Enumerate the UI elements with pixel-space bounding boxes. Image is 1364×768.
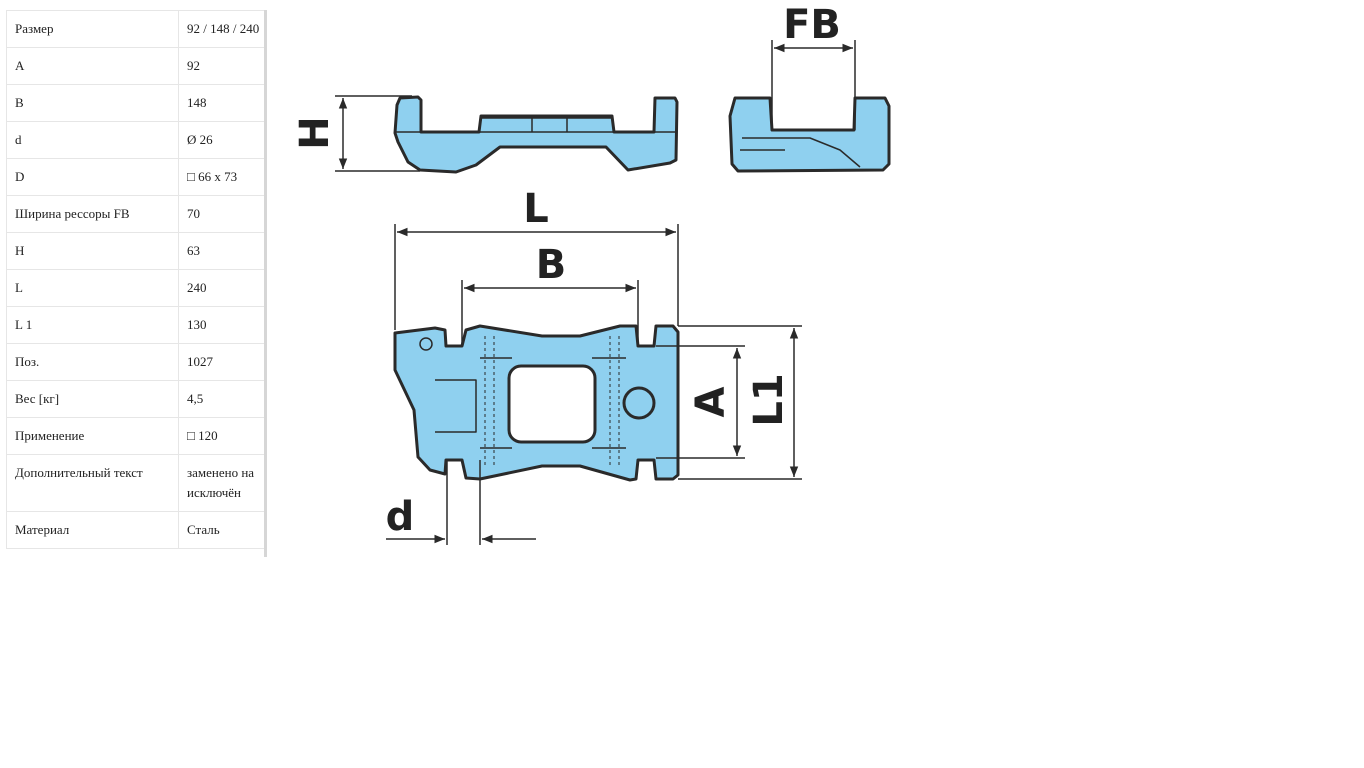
table-row: D□ 66 x 73 — [6, 158, 264, 196]
spec-key: H — [6, 232, 179, 270]
table-row: Вес [кг]4,5 — [6, 380, 264, 418]
spec-key: d — [6, 121, 179, 159]
spec-key: Вес [кг] — [6, 380, 179, 418]
dimension-b — [461, 280, 639, 346]
label-l1: L1 — [746, 373, 792, 426]
dimension-fb — [771, 40, 856, 130]
label-a: A — [688, 386, 734, 417]
spec-key: D — [6, 158, 179, 196]
dimension-h — [335, 95, 420, 172]
spec-key: Размер — [6, 10, 179, 48]
spec-key: Материал — [6, 511, 179, 549]
dimension-l — [394, 224, 679, 330]
spec-value: 92 — [178, 47, 264, 85]
spec-key: L — [6, 269, 179, 307]
spec-key: Дополнительный текст — [6, 454, 179, 512]
spec-key: L 1 — [6, 306, 179, 344]
label-l: L — [523, 186, 549, 232]
spec-value: □ 66 x 73 — [178, 158, 264, 196]
side-view — [393, 95, 679, 174]
spec-key: Ширина рессоры FB — [6, 195, 179, 233]
spec-value: 148 — [178, 84, 264, 122]
technical-drawing: H FB L B A — [292, 2, 891, 545]
spec-value: 130 — [178, 306, 264, 344]
dimension-d — [386, 460, 536, 545]
spec-key: A — [6, 47, 179, 85]
spec-value: заменено на исключён — [178, 454, 264, 512]
spec-value: Ø 26 — [178, 121, 264, 159]
spec-value: 92 / 148 / 240 — [178, 10, 264, 48]
spec-value: 4,5 — [178, 380, 264, 418]
spec-value: 240 — [178, 269, 264, 307]
label-d: d — [386, 494, 415, 540]
spec-value: 63 — [178, 232, 264, 270]
table-scrollbar[interactable] — [264, 10, 267, 557]
spec-value: Сталь — [178, 511, 264, 549]
spec-key: B — [6, 84, 179, 122]
spec-value: 1027 — [178, 343, 264, 381]
top-view — [393, 324, 680, 482]
dimension-a — [656, 345, 745, 459]
dimension-l1 — [678, 325, 802, 480]
label-h: H — [292, 116, 338, 149]
table-row: Применение□ 120 — [6, 417, 264, 455]
front-view — [728, 96, 891, 173]
spec-key: Поз. — [6, 343, 179, 381]
spec-key: Применение — [6, 417, 179, 455]
label-fb: FB — [783, 2, 841, 48]
spec-value: □ 120 — [178, 417, 264, 455]
spec-value: 70 — [178, 195, 264, 233]
table-row: Поз.1027 — [6, 343, 264, 381]
label-b: B — [536, 242, 567, 288]
